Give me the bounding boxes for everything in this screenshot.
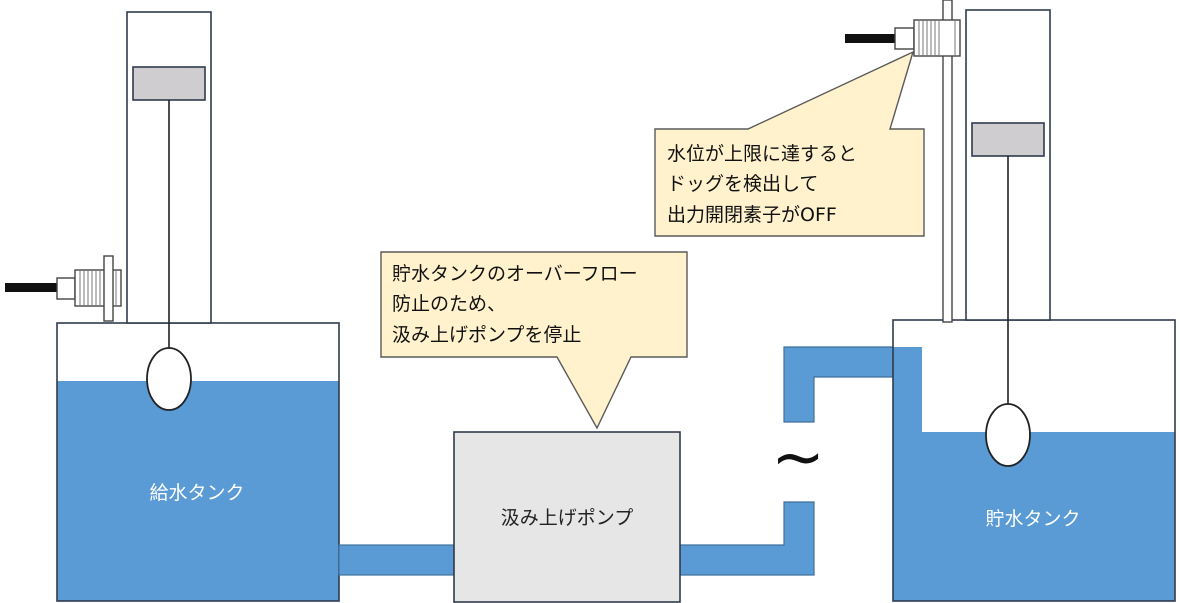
pipe-outlet-upper [783,346,894,423]
supply-tank-water [57,381,339,601]
callout-sensor-detect: 水位が上限に達すると ドッグを検出して 出力開閉素子がOFF [654,50,925,237]
callout-pump-line-3: 汲み上げポンプを停止 [392,324,581,346]
float-icon [985,403,1031,467]
pipe-inlet [338,544,455,576]
supply-tank: 給水タンク [56,322,340,602]
sensor-post [942,0,953,323]
storage-tank: 貯水タンク [892,319,1176,602]
supply-tank-label: 給水タンク [149,482,244,504]
storage-float-column [965,9,1051,467]
callout-pump-line-1: 貯水タンクのオーバーフロー [392,263,638,285]
pump-label: 汲み上げポンプ [501,507,633,529]
pump-box [453,431,681,603]
pump: 汲み上げポンプ [453,431,681,603]
supply-float-column [126,11,212,411]
callout-sensor-line-1: 水位が上限に達すると [667,143,857,165]
float-icon [146,347,192,411]
proximity-sensor-icon [5,255,122,322]
callout-sensor-line-2: ドッグを検出して [667,173,818,195]
storage-tank-water [893,347,1175,601]
callout-sensor-line-3: 出力開閉素子がOFF [667,204,837,226]
callout-pump-line-2: 防止のため、 [392,293,506,315]
pipes: ~ [338,346,894,576]
float-dog [971,122,1045,157]
storage-tank-label: 貯水タンク [985,508,1080,530]
float-dog [132,66,206,101]
proximity-sensor-icon [845,0,961,323]
callout-pump-stop: 貯水タンクのオーバーフロー 防止のため、 汲み上げポンプを停止 [380,251,688,430]
pipe-outlet-lower [679,501,815,576]
pipe-break-icon: ~ [771,421,825,495]
